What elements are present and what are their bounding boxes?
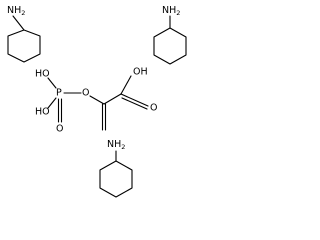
p-oh-bond-top [47,77,57,89]
p-oh-bond-bottom [47,97,57,109]
amine-label-1: NH2 [7,5,25,18]
ho-top-label: HO [35,69,50,80]
c-n-bond-1 [12,15,25,31]
ether-oxygen-label: O [82,88,89,99]
cyclohexylamine-1: NH2 [7,5,41,63]
amine-label-3: NH2 [107,139,125,152]
phosphoenolpyruvic-acid: HO HO P O O OH O [35,67,157,135]
cyclohexylamine-3: NH2 [99,139,133,198]
ho-bottom-label: HO [35,107,50,118]
cyclohexylamine-2: NH2 [153,5,187,65]
c1-o-double-bond-b [121,97,148,110]
chemical-structure-diagram: NH2 NH2 HO HO P O O OH O NH2 [7,5,187,198]
amine-label-2: NH2 [162,5,180,18]
cyclohexane-ring-2 [153,27,187,65]
c1-oh-bond [120,75,132,95]
c1-o-double-bond-a [120,93,149,107]
carboxyl-oh-label: OH [133,67,148,78]
phosphoryl-oxygen-label: O [56,124,63,135]
cyclohexane-ring-1 [7,29,41,63]
cyclohexane-ring-3 [99,160,133,198]
c2-c1-bond [103,93,122,105]
carbonyl-oxygen-label: O [150,103,157,114]
phosphorus-label: P [56,88,62,99]
o-c2-bond [89,95,105,105]
